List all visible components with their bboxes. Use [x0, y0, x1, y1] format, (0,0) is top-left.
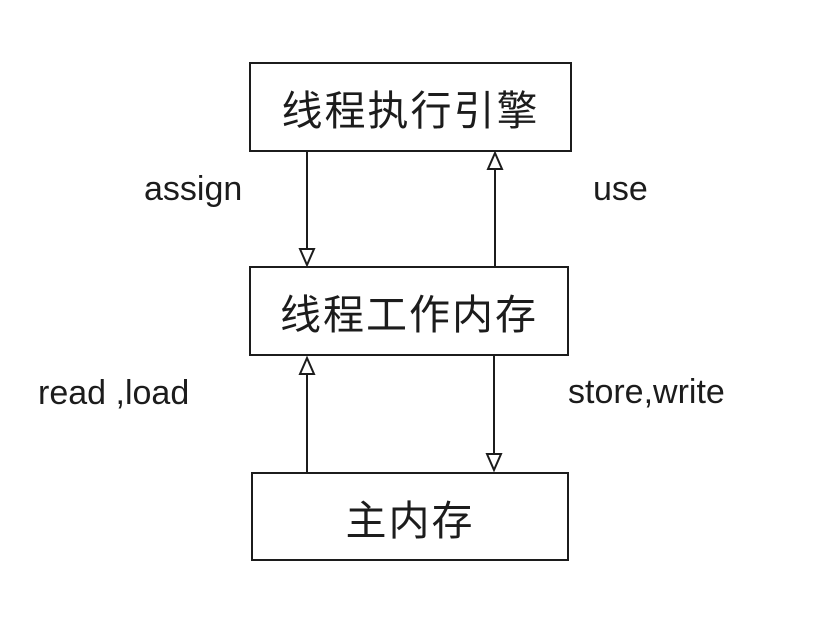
edge-label-use: use	[593, 170, 648, 208]
edge-label-read-load: read ,load	[38, 374, 190, 412]
node-thread-working-memory-label: 线程工作内存	[280, 292, 538, 338]
assign-arrow	[298, 152, 316, 268]
node-thread-execution-engine-label: 线程执行引擎	[281, 88, 540, 134]
read-load-arrow	[298, 355, 316, 472]
edge-label-assign: assign	[144, 170, 243, 208]
node-thread-execution-engine: 线程执行引擎	[249, 62, 572, 152]
use-arrow	[486, 150, 504, 266]
node-thread-working-memory: 线程工作内存	[249, 266, 569, 356]
store-write-arrow	[485, 356, 503, 473]
node-main-memory-label: 主内存	[345, 497, 475, 544]
edge-label-store-write: store,write	[568, 373, 725, 411]
node-main-memory: 主内存	[251, 472, 569, 561]
